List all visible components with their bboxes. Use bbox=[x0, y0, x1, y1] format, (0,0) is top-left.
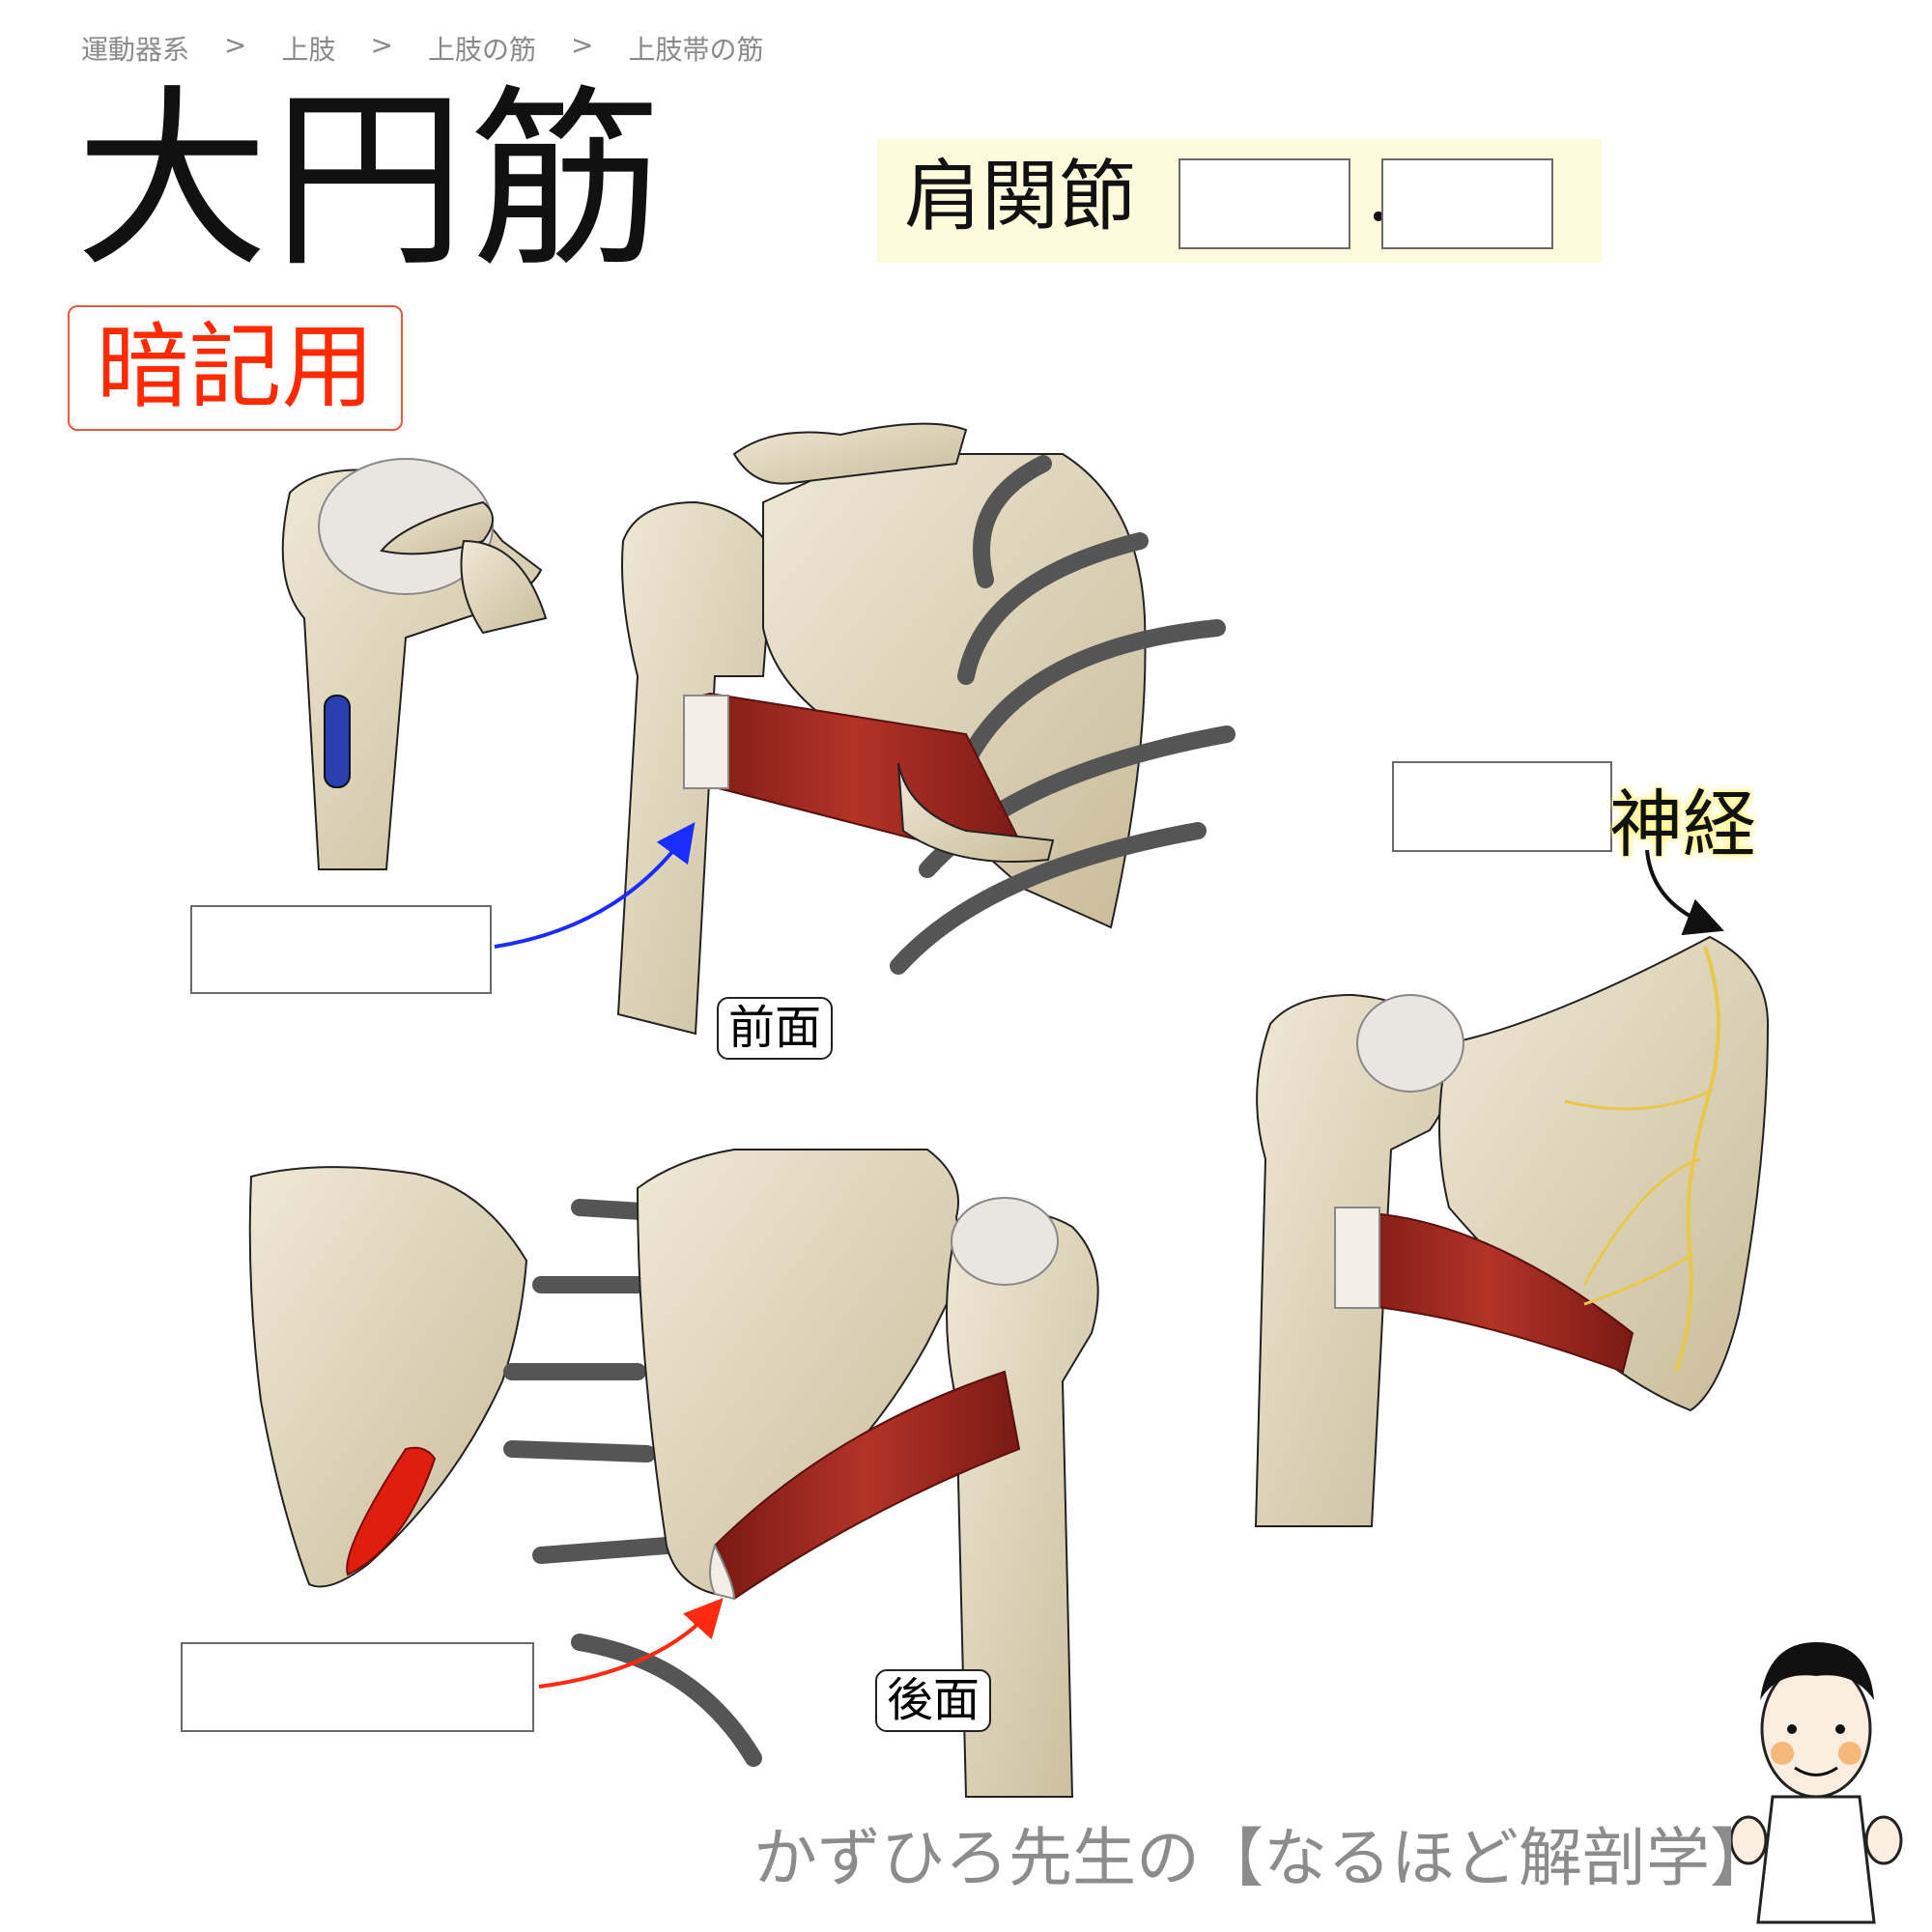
nerve-arrow bbox=[1645, 849, 1724, 936]
memo-tag-label: 暗記用 bbox=[96, 313, 375, 421]
footer-credit: かずひろ先生の【なるほど解剖学】 bbox=[753, 1821, 1774, 1895]
origin-arrow bbox=[538, 1598, 724, 1689]
front-view-label: 前面 bbox=[717, 997, 834, 1060]
scapula-origin-view bbox=[248, 1166, 528, 1588]
joint-action-blank-2[interactable] bbox=[1381, 158, 1553, 249]
breadcrumb-item[interactable]: 運動器系 bbox=[81, 34, 190, 66]
insertion-answer-blank[interactable] bbox=[190, 905, 492, 994]
back-view-label: 後面 bbox=[875, 1669, 992, 1732]
breadcrumb-separator: > bbox=[224, 29, 247, 61]
nerve-label: 神経 bbox=[1609, 781, 1756, 867]
origin-answer-blank[interactable] bbox=[181, 1642, 534, 1732]
humerus-insertion-view bbox=[281, 458, 548, 870]
breadcrumb-item[interactable]: 上肢 bbox=[281, 34, 336, 66]
joint-action-panel: 肩関節 ・ bbox=[877, 139, 1602, 263]
origin-mark bbox=[346, 1446, 437, 1577]
nerve-view-illustration bbox=[1254, 935, 1770, 1527]
insertion-mark bbox=[324, 695, 351, 788]
breadcrumb-separator: > bbox=[570, 29, 594, 61]
mascot-character bbox=[1729, 1642, 1903, 1924]
back-view-illustration bbox=[503, 1149, 1099, 1798]
nerve-answer-blank[interactable] bbox=[1392, 761, 1612, 852]
breadcrumb-item[interactable]: 上肢の筋 bbox=[427, 34, 536, 66]
insertion-arrow bbox=[494, 822, 696, 949]
front-view-illustration bbox=[616, 422, 1236, 1036]
joint-label: 肩関節 bbox=[904, 152, 1136, 242]
memo-tag: 暗記用 bbox=[68, 305, 403, 431]
breadcrumb: 運動器系 > 上肢 > 上肢の筋 > 上肢帯の筋 bbox=[81, 29, 763, 68]
page-title: 大円筋 bbox=[75, 69, 668, 294]
joint-action-blank-1[interactable] bbox=[1179, 158, 1350, 249]
breadcrumb-separator: > bbox=[370, 29, 393, 61]
breadcrumb-item[interactable]: 上肢帯の筋 bbox=[628, 34, 764, 66]
